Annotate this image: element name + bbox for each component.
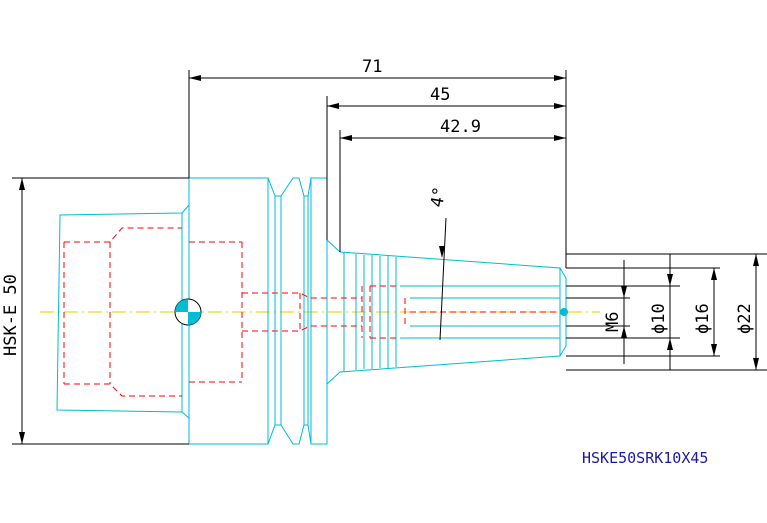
dimensions: 71 45 42.9 4° HSK-E 50 M <box>1 57 767 445</box>
dim-gauge-length: 45 <box>430 85 450 105</box>
dim-overall-length: 71 <box>362 57 382 77</box>
flange <box>188 177 328 445</box>
part-number-label: HSKE50SRK10X45 <box>582 449 708 467</box>
dim-thread: M6 <box>603 312 623 332</box>
dim-taper-length: 42.9 <box>440 117 481 137</box>
dim-flange-size: HSK-E 50 <box>1 274 21 356</box>
dim-diameter-10: ϕ10 <box>649 303 669 334</box>
dim-taper-angle: 4° <box>427 185 450 209</box>
hidden-lines <box>63 227 560 397</box>
dim-diameter-16: ϕ16 <box>693 303 713 334</box>
hsk-shank <box>56 204 190 419</box>
dim-diameter-22: ϕ22 <box>735 303 755 334</box>
tool-holder-body <box>56 177 568 445</box>
